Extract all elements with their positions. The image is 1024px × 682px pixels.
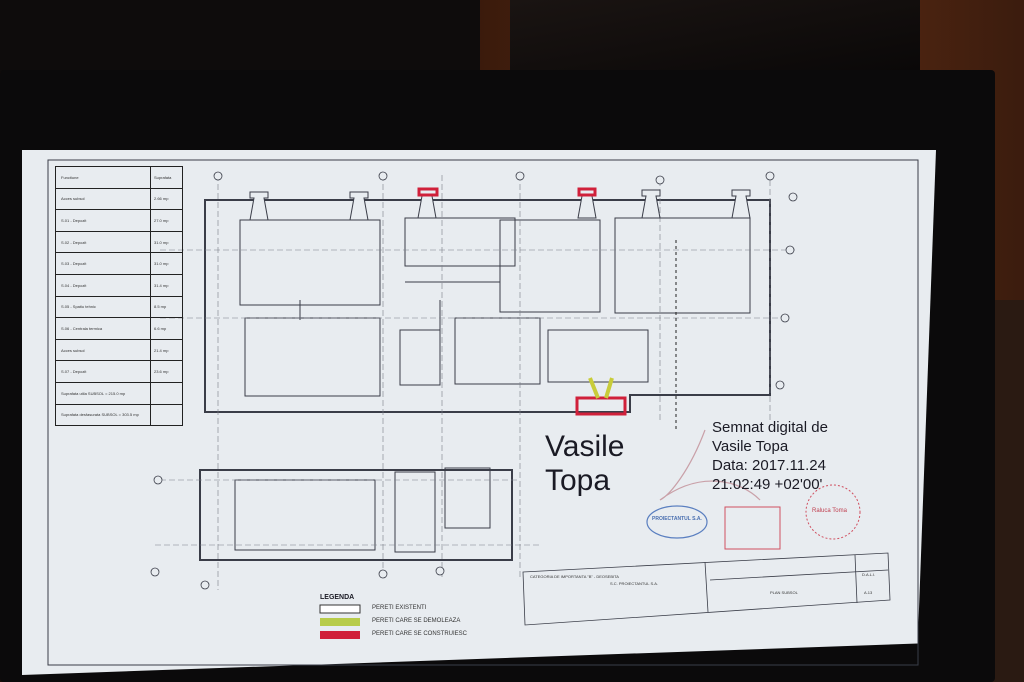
cell: 27.0 mp	[154, 217, 169, 223]
legend-label: PERETI CARE SE CONSTRUIESC	[372, 631, 468, 637]
cell: 31.0 mp	[154, 261, 169, 267]
signature-time: 21:02:49 +02'00'	[712, 476, 823, 493]
new-walls	[417, 187, 627, 416]
room	[244, 317, 381, 397]
grid-markers	[150, 171, 798, 590]
plan-outline	[204, 199, 771, 413]
room	[404, 217, 516, 267]
legend-swatch-new	[320, 631, 360, 639]
title-block	[522, 552, 891, 626]
room	[547, 329, 649, 383]
cell: 31.0 mp	[154, 239, 169, 245]
title-block-phase: D.A.L.I.	[862, 572, 876, 577]
cell: 2.66 mp	[154, 196, 169, 202]
table-header: Suprafata	[154, 174, 172, 180]
cell: 31.4 mp	[154, 282, 169, 288]
table-row: Suprafata utila SUBSOL = 215.0 mp	[56, 382, 182, 405]
cell: Suprafata utila SUBSOL = 215.0 mp	[56, 382, 151, 404]
background-monitor	[0, 0, 480, 72]
table-row: Suprafata desfasurata SUBSOL = 303.5 mp	[56, 404, 182, 426]
title-block-drawing: PLAN SUBSOL	[770, 590, 798, 595]
signer-name: Vasile Topa	[545, 430, 624, 498]
room	[614, 217, 751, 314]
cell: S.04 - Depozit	[56, 274, 151, 296]
legend-label: PERETI CARE SE DEMOLEAZA	[372, 618, 461, 624]
signature-date: Data: 2017.11.24	[712, 457, 826, 474]
digital-signature-text: Semnat digital de Vasile Topa Data: 2017…	[712, 418, 828, 494]
signature-logo	[659, 429, 761, 501]
cell: Acces subsol	[56, 339, 151, 361]
cell: S.01 - Depozit	[56, 210, 151, 231]
demolished-walls	[588, 377, 614, 399]
table-header: Functiune	[56, 167, 151, 188]
title-block-sheet: A.13	[864, 590, 873, 595]
room	[454, 317, 541, 385]
chimneys	[249, 189, 751, 221]
signature-line: Vasile Topa	[712, 438, 789, 455]
cell: S.07 - Depozit	[56, 361, 151, 382]
cell: 23.6 mp	[154, 369, 169, 375]
cell: S.03 - Depozit	[56, 253, 151, 274]
stair	[399, 329, 441, 386]
legend-swatch-existing	[319, 604, 361, 614]
legend-title: LEGENDA	[320, 594, 355, 601]
lower-plan-outline	[199, 469, 513, 561]
cell: S.06 - Centrala termica	[56, 318, 151, 339]
room	[499, 219, 601, 313]
stamp-company	[646, 505, 708, 539]
drawing-frame	[47, 159, 919, 666]
monitor-stand-edge	[510, 0, 920, 72]
room	[239, 219, 381, 306]
stamp-round-text: Raluca Toma	[812, 508, 847, 514]
legend-swatch-demolish	[320, 618, 360, 626]
cell: Suprafata desfasurata SUBSOL = 303.5 mp	[56, 404, 151, 426]
cell: Acces subsol	[56, 188, 151, 210]
title-block-company: S.C. PROIECTANTUL S.A.	[610, 581, 659, 586]
title-block-category: CATEGORIA DE IMPORTANTA "B" - DEOSEBITA	[530, 574, 619, 579]
signer-last-name: Topa	[545, 464, 611, 497]
stamp-square	[724, 506, 781, 550]
stamp-round	[805, 484, 861, 540]
signature-line: Semnat digital de	[712, 419, 828, 436]
signer-first-name: Vasile	[545, 430, 625, 463]
cell: 6.6 mp	[154, 325, 167, 331]
cell: 21.4 mp	[154, 347, 169, 353]
legend-label: PERETI EXISTENTI	[372, 605, 427, 611]
cell: S.05 - Spatiu tehnic	[56, 296, 151, 318]
cell: S.02 - Depozit	[56, 231, 151, 253]
stamp-company-text: PROIECTANTUL S.A.	[652, 516, 702, 522]
cell: 8.5 mp	[154, 304, 167, 310]
